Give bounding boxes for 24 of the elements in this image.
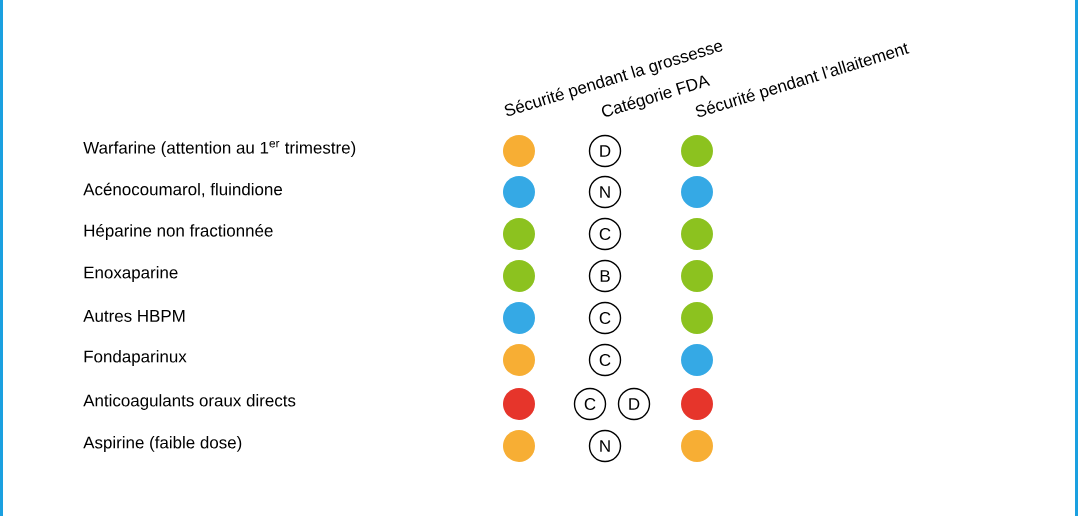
safety-dot [503, 135, 535, 167]
drug-name: Autres HBPM [83, 310, 185, 322]
safety-dot [503, 388, 535, 420]
drug-name: Anticoagulants oraux directs [83, 394, 296, 410]
safety-dot [681, 302, 713, 334]
safety-dot [681, 260, 713, 292]
drug-name: Héparine non fractionnée [84, 224, 273, 240]
drug-name: Acénocoumarol, fluindione [83, 182, 282, 198]
safety-dot [503, 430, 535, 462]
drug-name: Warfarine (attention au 1$^{er}$ trimestre) [83, 140, 356, 158]
safety-dot [503, 176, 535, 208]
safety-dot [503, 344, 535, 376]
safety-dot [681, 135, 713, 167]
safety-dot [681, 176, 713, 208]
safety-dot [681, 344, 713, 376]
safety-dot [681, 430, 713, 462]
drug-name: Aspirine (faible dose) [83, 436, 242, 452]
drug-name: Enoxaparine [84, 266, 178, 282]
safety-dot [681, 388, 713, 420]
safety-dot [503, 218, 535, 250]
safety-dot [503, 302, 535, 334]
drug-name: Fondaparinux [84, 350, 187, 366]
safety-dot [681, 218, 713, 250]
safety-dot [503, 260, 535, 292]
